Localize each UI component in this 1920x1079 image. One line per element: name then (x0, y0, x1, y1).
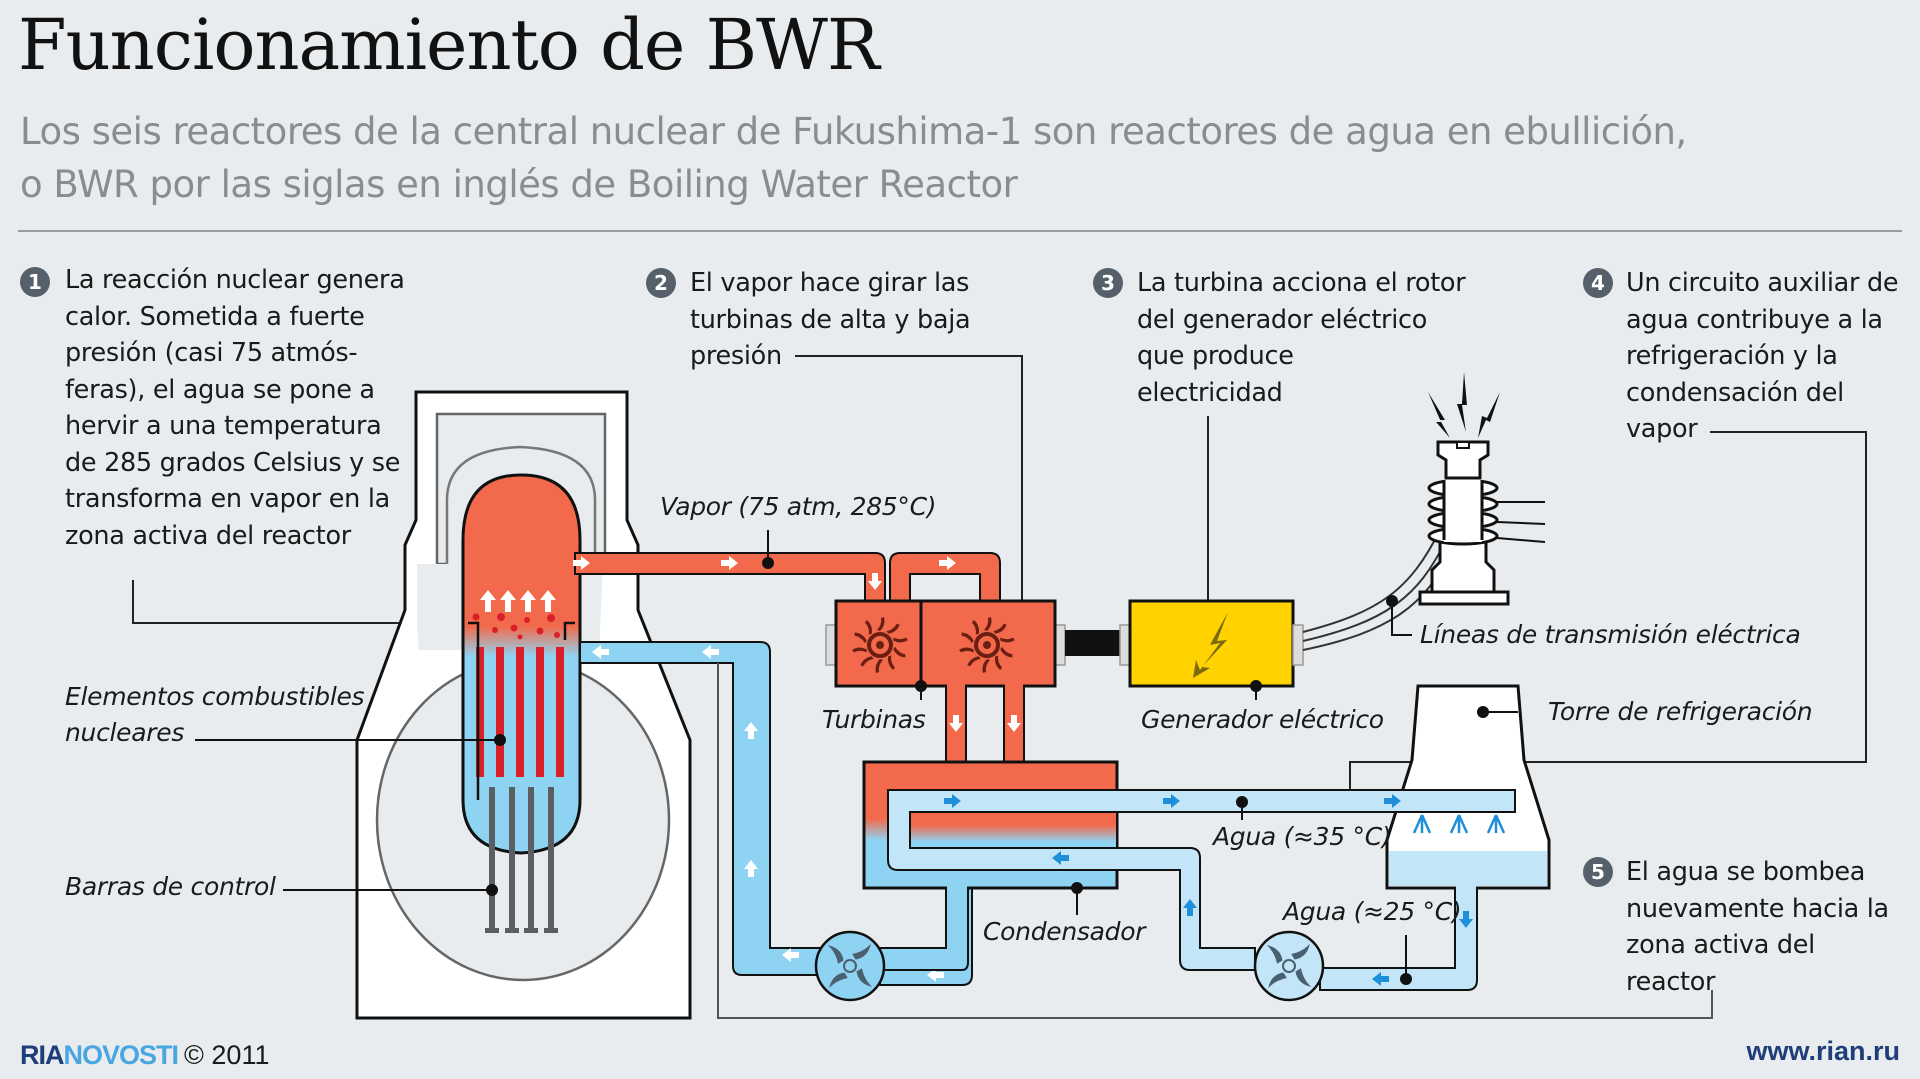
spray-nozzles (1412, 814, 1506, 834)
step-3-line: La turbina acciona el rotor (1137, 268, 1466, 298)
subtitle-line-2: o BWR por las siglas en inglés de Boilin… (20, 163, 1018, 206)
step-1-text: La reacción nuclear genera calor. Someti… (65, 262, 405, 554)
turbines (825, 599, 1066, 763)
spark-icons (1428, 372, 1500, 438)
step-5-line: reactor (1626, 966, 1716, 997)
header-divider (18, 230, 1902, 232)
cooling-tower (1385, 684, 1551, 890)
step-1-line: La reacción nuclear genera (65, 265, 405, 295)
steam-up-arrows (480, 590, 556, 612)
turbine-shaft (1065, 630, 1120, 656)
leader-step-4 (1349, 431, 1867, 790)
step-4-line: refrigeración y la (1626, 341, 1838, 371)
step-5-badge: 5 (1583, 857, 1613, 887)
step-3-text: La turbina acciona el rotor del generado… (1137, 265, 1466, 411)
label-fuel-elements-1: Elementos combustibles (65, 682, 365, 711)
step-4-line: Un circuito auxiliar de (1626, 268, 1899, 298)
page-title: Funcionamiento de BWR (18, 4, 880, 86)
label-transmission-lines: Líneas de transmisión eléctrica (1420, 620, 1801, 649)
step-4-line: vapor (1626, 414, 1698, 444)
subtitle-line-1: Los seis reactores de la central nuclear… (20, 110, 1687, 153)
step-5-line: nuevamente hacia la (1626, 893, 1889, 924)
copyright: © 2011 (184, 1040, 270, 1070)
label-control-rods: Barras de control (65, 872, 276, 901)
generator (1128, 599, 1304, 700)
label-fuel-elements-2: nucleares (65, 718, 185, 747)
step-4-text: Un circuito auxiliar de agua contribuye … (1626, 265, 1899, 448)
step-2-line: presión (690, 341, 782, 371)
label-water-35: Agua (≈35 °C) (1213, 822, 1392, 851)
step-1-line: feras), el agua se pone a (65, 374, 375, 405)
step-1-line: de 285 grados Celsius y se (65, 447, 401, 478)
step-3-line: que produce (1137, 341, 1294, 371)
step-1-line: presión (casi 75 atmós- (65, 338, 358, 368)
steam-pipe (573, 530, 1001, 602)
leader-step-1 (132, 580, 480, 624)
turbine-rotor-icon (852, 617, 908, 673)
step-1-line: zona activa del reactor (65, 520, 351, 551)
condenser (862, 760, 1516, 971)
label-generator: Generador eléctrico (1141, 705, 1384, 734)
reactor-vessel (461, 473, 582, 933)
step-4-line: condensación del (1626, 377, 1844, 408)
fuel-rods (476, 647, 564, 777)
footer-credit: RIANOVOSTI© 2011 (20, 1040, 269, 1071)
label-vapor: Vapor (75 atm, 285°C) (660, 492, 937, 521)
label-turbines: Turbinas (822, 705, 926, 734)
step-1-line: transforma en vapor en la (65, 484, 390, 514)
label-water-25: Agua (≈25 °C) (1283, 897, 1462, 926)
step-3-line: del generador eléctrico (1137, 304, 1428, 335)
footer-url-link[interactable]: www.rian.ru (1746, 1036, 1900, 1066)
brand-ria: RIA (20, 1040, 64, 1070)
step-5-line: zona activa del (1626, 930, 1815, 960)
insulator-tower-icon (1418, 440, 1546, 606)
label-cooling-tower: Torre de refrigeración (1548, 697, 1813, 726)
control-rods (489, 787, 554, 930)
step-1-line: calor. Sometida a fuerte (65, 301, 365, 332)
step-3-line: electricidad (1137, 377, 1283, 408)
brand-novosti: NOVOSTI (63, 1040, 180, 1070)
step-1-line: hervir a una temperatura (65, 411, 382, 441)
cooling-return-pipe (1319, 885, 1478, 991)
step-2-line: El vapor hace girar las (690, 268, 970, 298)
step-2-line: turbinas de alta y baja (690, 304, 971, 335)
step-4-line: agua contribuye a la (1626, 304, 1883, 335)
step-4-badge: 4 (1583, 268, 1613, 298)
label-condenser: Condensador (983, 917, 1146, 946)
cooling-pump-icon[interactable] (1253, 930, 1325, 1002)
feedwater-pump-icon[interactable] (814, 930, 886, 1002)
step-5-line: El agua se bombea (1626, 857, 1866, 887)
lightning-icon (1193, 612, 1228, 678)
step-5-text: El agua se bombea nuevamente hacia la zo… (1626, 854, 1889, 1000)
leader-step-2 (795, 355, 1023, 601)
turbine-rotor-icon (959, 617, 1015, 673)
step-1-badge: 1 (20, 267, 50, 297)
step-2-badge: 2 (646, 268, 676, 298)
step-3-badge: 3 (1093, 268, 1123, 298)
step-2-text: El vapor hace girar las turbinas de alta… (690, 265, 971, 375)
